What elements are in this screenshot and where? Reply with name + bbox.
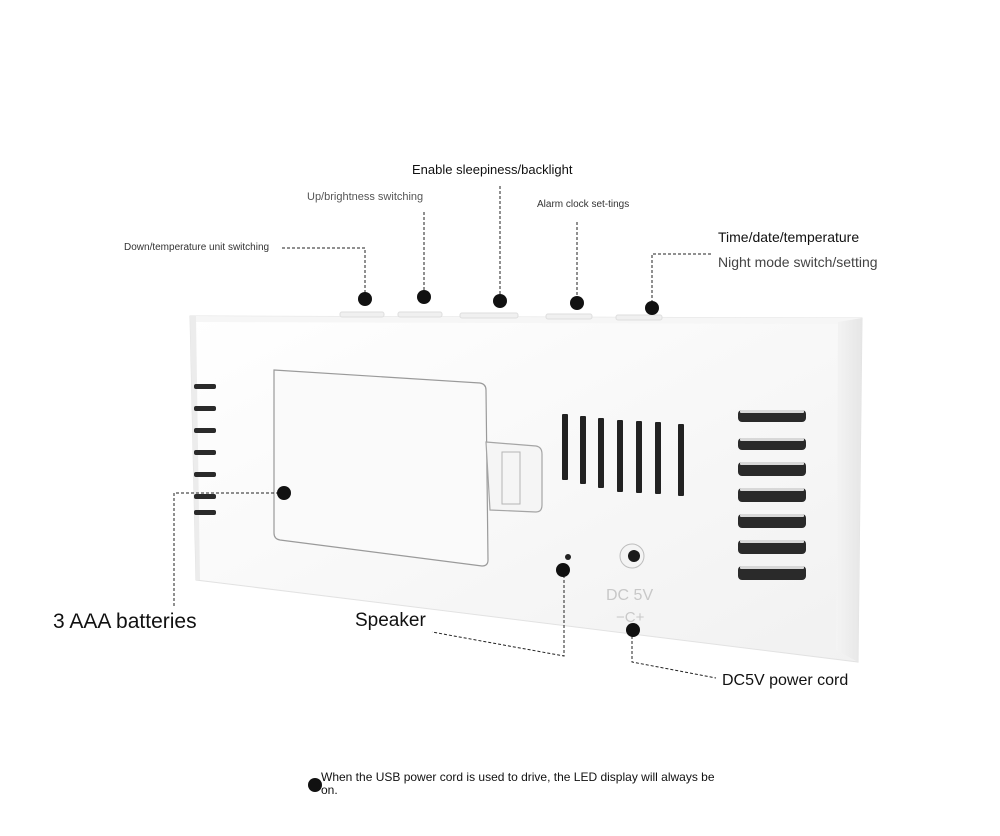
dot-up	[417, 290, 431, 304]
dot-speaker	[556, 563, 570, 577]
label-speaker: Speaker	[355, 610, 426, 631]
dot-enable	[493, 294, 507, 308]
dot-footnote	[308, 778, 322, 792]
top-buttons	[339, 311, 663, 321]
label-batteries: 3 AAA batteries	[53, 610, 197, 633]
battery-compartment	[273, 369, 543, 567]
dc-jack[interactable]	[619, 543, 645, 569]
top-button-mode[interactable]	[615, 314, 663, 321]
leader-power	[631, 631, 717, 679]
leader-speaker	[431, 570, 565, 657]
body-right-side	[836, 318, 862, 662]
dot-alarm	[570, 296, 584, 310]
top-button-enable[interactable]	[459, 312, 519, 319]
label-night-mode: Night mode switch/setting	[718, 254, 878, 270]
dc-5v-marking: DC 5V	[606, 587, 653, 604]
leader-batteries	[173, 492, 284, 606]
dot-mode	[645, 301, 659, 315]
footnote: When the USB power cord is used to drive…	[321, 770, 715, 798]
leader-lines	[173, 186, 717, 679]
label-alarm-clock: Alarm clock set-tings	[537, 199, 630, 210]
top-button-alarm[interactable]	[545, 313, 593, 320]
speaker-grille	[562, 414, 684, 496]
leader-down	[282, 247, 366, 299]
callout-dots	[277, 290, 659, 792]
label-time-date: Time/date/temperature	[718, 229, 860, 245]
label-up-brightness: Up/brightness switching	[307, 191, 424, 203]
dot-down	[358, 292, 372, 306]
battery-cover	[273, 369, 489, 567]
body-top-edge	[190, 316, 862, 324]
top-button-up[interactable]	[397, 311, 443, 318]
polarity-marking: −C+	[616, 609, 645, 626]
leader-mode	[651, 253, 712, 308]
dot-power	[626, 623, 640, 637]
label-enable-sleepiness: Enable sleepiness/backlight	[412, 162, 573, 177]
label-down-temperature: Down/temperature unit switching	[124, 242, 270, 253]
label-power-cord: DC5V power cord	[722, 672, 849, 689]
battery-cover-tab[interactable]	[485, 441, 543, 513]
left-vents	[194, 384, 216, 515]
dot-batteries	[277, 486, 291, 500]
speaker-hole	[565, 554, 571, 560]
top-button-down[interactable]	[339, 311, 385, 318]
right-vents	[738, 410, 806, 580]
